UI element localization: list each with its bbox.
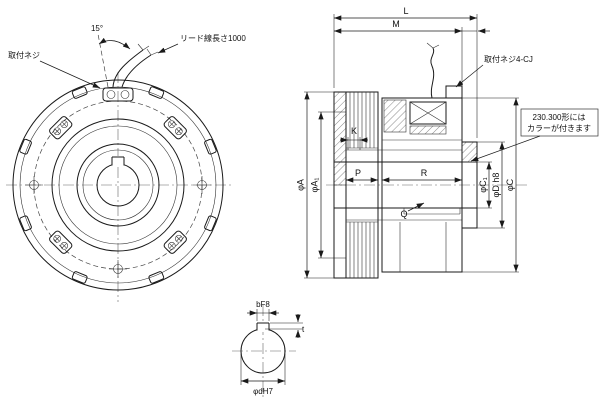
- shaft-bore: [334, 161, 477, 215]
- dim-phi-A1: φA₁: [310, 111, 346, 259]
- note-line-1: 230.300形には: [533, 113, 586, 122]
- dim-P: P: [346, 168, 378, 183]
- shaft-detail-view: bF8 t φdH7: [232, 300, 305, 400]
- dim-d-label: φdH7: [253, 387, 273, 396]
- dim-K: K: [340, 126, 368, 150]
- coil-section: [409, 101, 447, 135]
- dim-phi-a1-label: φA₁: [310, 178, 320, 193]
- lead-wire-length-label: リード線長さ1000: [180, 33, 246, 43]
- detail-keyway: [256, 322, 270, 332]
- dim-k-label: K: [351, 126, 357, 136]
- dim-b: bF8: [247, 300, 279, 321]
- collar-note: 230.300形には カラーが付きます: [470, 108, 599, 162]
- mount-screw-label-front: 取付ネジ: [8, 50, 40, 60]
- dim-phi-a-label: φA: [296, 179, 306, 191]
- dim-L: L: [333, 6, 478, 138]
- dim-phi-C1: φC₁: [477, 161, 492, 209]
- dim-phi-c-label: φC: [505, 178, 515, 191]
- rim-lugs: [19, 86, 217, 284]
- dim-p-label: P: [355, 168, 361, 178]
- dim-t-label: t: [302, 325, 305, 334]
- side-view: L M φA φA₁ φC₁: [296, 6, 599, 279]
- note-line-2: カラーが付きます: [527, 123, 591, 133]
- dim-phi-d-label: φD h8: [491, 173, 501, 198]
- dim-phi-c1-label: φC₁: [478, 177, 488, 192]
- detail-centerlines: [232, 305, 296, 400]
- dim-l-label: L: [403, 6, 408, 16]
- dim-M: M: [334, 19, 490, 94]
- angle-annotation: 15°: [91, 24, 131, 88]
- dim-q-label: Q: [400, 209, 407, 219]
- front-view: 15° 取付ネジ リード線長さ1000: [6, 24, 246, 302]
- disc-stack: [345, 91, 382, 279]
- dim-phi-D: φD h8: [477, 141, 505, 229]
- dim-b-label: bF8: [256, 300, 270, 309]
- lead-wires: [112, 43, 159, 88]
- mounting-flange: [445, 85, 463, 99]
- angle-15-label: 15°: [91, 24, 103, 33]
- dim-d: φdH7: [240, 354, 286, 396]
- screw-pads: [49, 116, 187, 254]
- dim-phi-A: φA: [296, 91, 336, 279]
- cable-gland: [102, 87, 134, 102]
- dim-t: t: [265, 314, 305, 338]
- dim-Q: Q: [400, 202, 425, 219]
- dim-r-label: R: [421, 168, 428, 178]
- dim-R: R: [382, 168, 462, 183]
- mount-screw-label-side: 取付ネジ4-CJ: [484, 54, 533, 64]
- mount-screw-callout: 取付ネジ4-CJ: [455, 54, 533, 88]
- lead-sprout: [426, 42, 440, 99]
- mount-screw-leader: [39, 60, 101, 89]
- dim-phi-C: φC: [462, 97, 519, 273]
- hole-center-marks: [25, 176, 211, 278]
- lead-wire-leader: [157, 43, 179, 54]
- bore-keyway: [111, 156, 125, 166]
- dim-m-label: M: [392, 19, 400, 29]
- armature-plate: [333, 91, 347, 279]
